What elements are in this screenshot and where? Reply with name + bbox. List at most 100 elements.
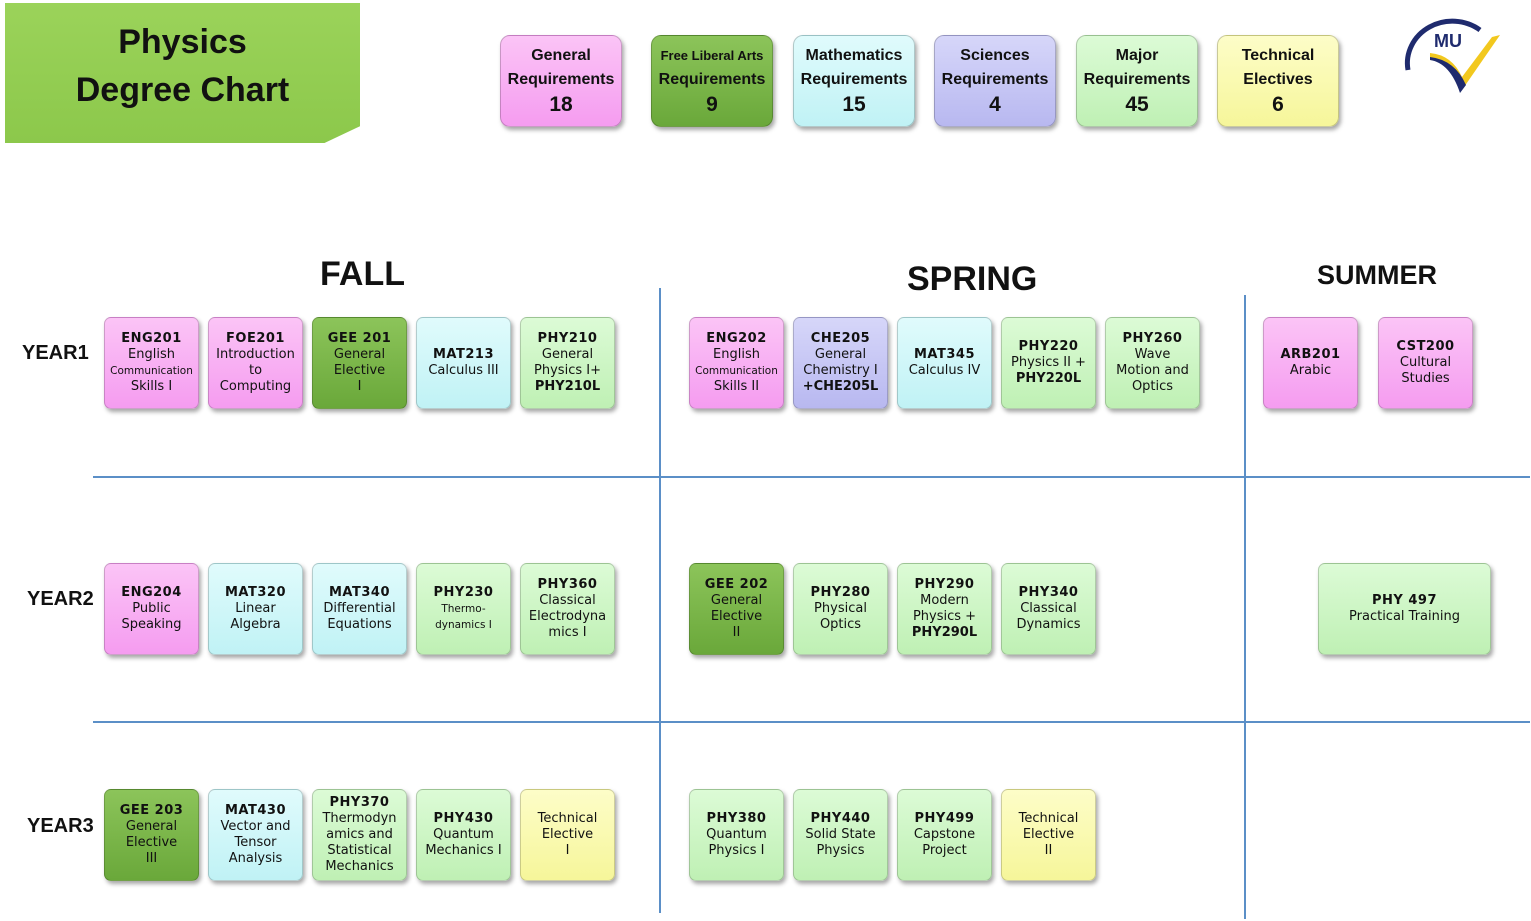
course-title-line: Introduction (216, 347, 295, 362)
course-code: PHY260 (1122, 331, 1183, 346)
legend-credits: 6 (1272, 93, 1284, 116)
course-title-line: Speaking (121, 617, 182, 632)
course-code: PHY230 (433, 585, 494, 600)
course-lab: +CHE205L (802, 379, 879, 394)
course-code: MAT340 (329, 585, 390, 600)
course-title-line: Physics + (912, 609, 977, 624)
course-title-line: Capstone (913, 827, 976, 842)
course-code: MAT430 (225, 803, 286, 818)
course-code: ENG204 (121, 585, 182, 600)
course-title-line: Classical (1020, 601, 1077, 616)
legend-line1: Mathematics (805, 47, 903, 64)
course-code: GEE 201 (327, 331, 392, 346)
course-title-line: Calculus IV (908, 363, 981, 378)
legend-line1: Technical (1241, 47, 1315, 64)
semester-fall: FALL (320, 255, 405, 293)
course-title-line: Vector and (220, 819, 291, 834)
year-3-label: YEAR3 (27, 815, 94, 837)
course-code: ENG201 (121, 331, 182, 346)
course-title-line: Studies (1401, 371, 1450, 386)
title-line-1: Physics (118, 23, 247, 61)
course-title-line: Technical (537, 811, 598, 826)
year-2-label: YEAR2 (27, 588, 94, 610)
course-title-line: Quantum (433, 827, 494, 842)
course-code: PHY290 (914, 577, 975, 592)
course-title-line: Project (922, 843, 967, 858)
course-code: ENG202 (706, 331, 767, 346)
course-title-line: Optics (1131, 379, 1174, 394)
course-title-line: Public (132, 601, 171, 616)
course-title-line: Thermo- (441, 603, 486, 615)
course-lab: PHY210L (534, 379, 601, 394)
course-title-line: Practical Training (1349, 609, 1460, 624)
title-line-2: Degree Chart (75, 71, 290, 109)
course-code: PHY360 (537, 577, 598, 592)
legend-credits: 45 (1125, 93, 1149, 116)
legend-line1: Major (1115, 47, 1159, 64)
divider-year1-year2 (93, 476, 1530, 478)
course-code: GEE 203 (119, 803, 184, 818)
course-code: PHY 497 (1372, 593, 1437, 608)
course-title-line: Classical (539, 593, 596, 608)
course-title-line: Physics II + (1011, 355, 1086, 370)
course-lab: PHY290L (911, 625, 978, 640)
course-title-line: Motion and (1116, 363, 1189, 378)
course-title-line: Physics I (708, 843, 765, 858)
legend-line2: Requirements (658, 71, 766, 88)
course-title-line: Optics (819, 617, 862, 632)
semester-spring: SPRING (907, 260, 1038, 298)
legend-line2: Electives (1243, 71, 1313, 88)
course-code: PHY220 (1018, 339, 1079, 354)
course-code: CHE205 (810, 331, 871, 346)
course-title-line: Dynamics (1016, 617, 1081, 632)
course-title-line: Elective (710, 609, 763, 624)
course-lab: PHY220L (1015, 371, 1082, 386)
course-title-line: Cultural (1399, 355, 1452, 370)
course-title-line: English (128, 347, 175, 362)
course-title-line: Quantum (706, 827, 767, 842)
course-title-line: Linear (235, 601, 276, 616)
course-code: MAT345 (914, 347, 975, 362)
course-title-line: Wave (1134, 347, 1171, 362)
course-title-line: Algebra (230, 617, 281, 632)
course-title-line: mics I (548, 625, 587, 640)
svg-text:MU: MU (1434, 31, 1462, 51)
divider-fall-spring (659, 288, 661, 913)
legend-credits: 4 (989, 93, 1001, 116)
course-title-line: Computing (219, 379, 292, 394)
course-title-line: Statistical (327, 843, 392, 858)
